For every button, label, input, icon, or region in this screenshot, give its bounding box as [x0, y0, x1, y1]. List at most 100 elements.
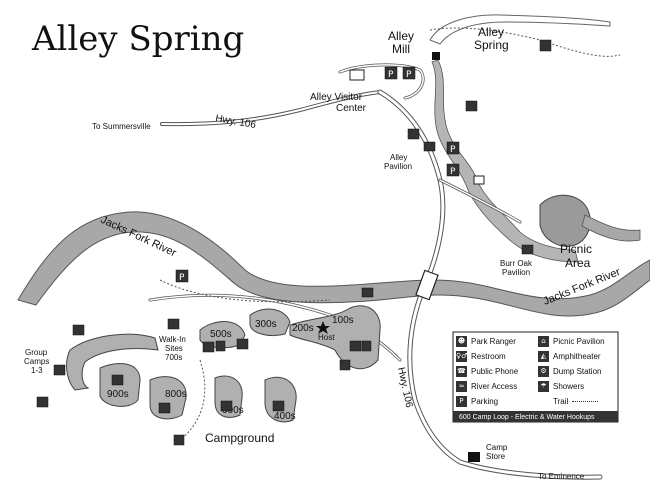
loop-label-300s: 300s	[255, 319, 277, 330]
loop-label-400s: 400s	[274, 411, 296, 422]
host-star	[316, 321, 330, 334]
svg-text:P: P	[406, 70, 412, 80]
restroom-icon	[72, 324, 85, 336]
legend-box	[452, 331, 619, 423]
river-access-icon: ≈	[456, 381, 467, 392]
parking-icon	[175, 269, 189, 283]
legend-item-label: Amphitheater	[553, 352, 601, 361]
loop-label-900s: 900s	[107, 389, 129, 400]
loop-label-200s: 200s	[292, 323, 314, 334]
legend-item-label: Picnic Pavilion	[553, 337, 605, 346]
restroom-icon	[220, 400, 233, 412]
showers-icon: ☂	[538, 381, 549, 392]
loop-label-100s: 100s	[332, 315, 354, 326]
legend-item: ◭ Amphitheater	[538, 350, 601, 363]
trail-line-sample	[572, 401, 599, 402]
restroom-icon	[111, 374, 124, 386]
loop-group-camps	[66, 333, 159, 391]
alley-mill-building	[432, 52, 440, 60]
legend-item-label: Parking	[471, 397, 499, 406]
legend-item-label: Showers	[553, 382, 585, 391]
restroom-icon	[36, 396, 49, 408]
legend-item-label: River Access	[471, 382, 518, 391]
label-to-summersville: To Summersville	[92, 122, 151, 131]
legend-item: Trail	[538, 395, 599, 408]
restroom-icon	[167, 318, 180, 330]
trail-icon	[538, 396, 549, 407]
svg-text:P: P	[388, 70, 394, 80]
phone-icon	[215, 340, 226, 352]
svg-text:P: P	[179, 273, 185, 283]
restroom-icon	[272, 400, 285, 412]
legend-item: ☻Park Ranger	[456, 335, 516, 348]
legend-item: ⚙ Dump Station	[538, 365, 601, 378]
map-title: Alley Spring	[31, 19, 244, 59]
legend-item: ☂ Showers	[538, 380, 584, 393]
parking-icon	[402, 66, 416, 80]
legend-item: ☎ Public Phone	[456, 365, 518, 378]
bridge-creek	[473, 175, 485, 185]
loop-label-800s: 800s	[165, 389, 187, 400]
legend-item-label: Trail	[553, 397, 569, 406]
parking-icon	[446, 141, 460, 155]
legend-item: ♀♂Restroom	[456, 350, 506, 363]
legend-item-label: Public Phone	[471, 367, 519, 376]
restroom-icon	[465, 100, 478, 112]
label-to-eminence: To Eminence	[538, 472, 585, 481]
restroom-icon	[53, 364, 66, 376]
phone-icon	[361, 340, 372, 352]
loop-100-200s	[289, 305, 381, 370]
legend-footer-bar	[453, 411, 618, 422]
picnic-pond	[539, 194, 591, 247]
legend-item-label: Restroom	[471, 352, 506, 361]
legend-items: ☻Park Ranger ⌂Picnic Pavilion ♀♂Restroom ◭ A…	[456, 335, 616, 411]
legend-item-label: Park Ranger	[471, 337, 516, 346]
svg-text:P: P	[450, 167, 456, 177]
legend-item-label: Dump Station	[553, 367, 602, 376]
legend-item: ⌂Picnic Pavilion	[538, 335, 605, 348]
restroom-icon	[407, 128, 420, 140]
label-campground: Campground	[205, 431, 274, 445]
parking-icon: P	[456, 396, 467, 407]
spring-outline	[429, 14, 611, 45]
showers-icon	[339, 359, 351, 371]
parking-icon	[384, 66, 398, 80]
label-host: Host	[318, 333, 335, 342]
phone-icon: ☎	[456, 366, 467, 377]
parking-icon	[446, 163, 460, 177]
visitor-center-building	[349, 69, 365, 81]
trails	[159, 27, 621, 441]
side-creek	[581, 214, 641, 242]
bridge-hwy	[415, 269, 439, 301]
ranger-icon	[539, 39, 552, 52]
dump-station-icon: ⚙	[538, 366, 549, 377]
legend-item: ≈ River Access	[456, 380, 517, 393]
restroom-icon	[158, 402, 171, 414]
amphitheater-icon: ◭	[538, 351, 549, 362]
loop-label-500s: 500s	[210, 329, 232, 340]
legend-footer: 600 Camp Loop - Electric & Water Hookups	[459, 414, 595, 421]
amphitheater-icon	[361, 287, 374, 298]
dump-station-icon	[173, 434, 185, 446]
legend: 600 Camp Loop - Electric & Water Hookups	[452, 331, 619, 423]
svg-text:P: P	[450, 145, 456, 155]
loop-300s	[249, 308, 291, 337]
restroom-icon: ♀♂	[456, 351, 468, 362]
pavilion-icon	[423, 141, 436, 152]
label-hwy106-top: Hwy. 106	[214, 113, 257, 131]
restroom-icon	[349, 340, 362, 352]
pavilion-icon	[521, 244, 534, 255]
restroom-icon	[236, 338, 249, 350]
restroom-icon	[202, 341, 215, 353]
